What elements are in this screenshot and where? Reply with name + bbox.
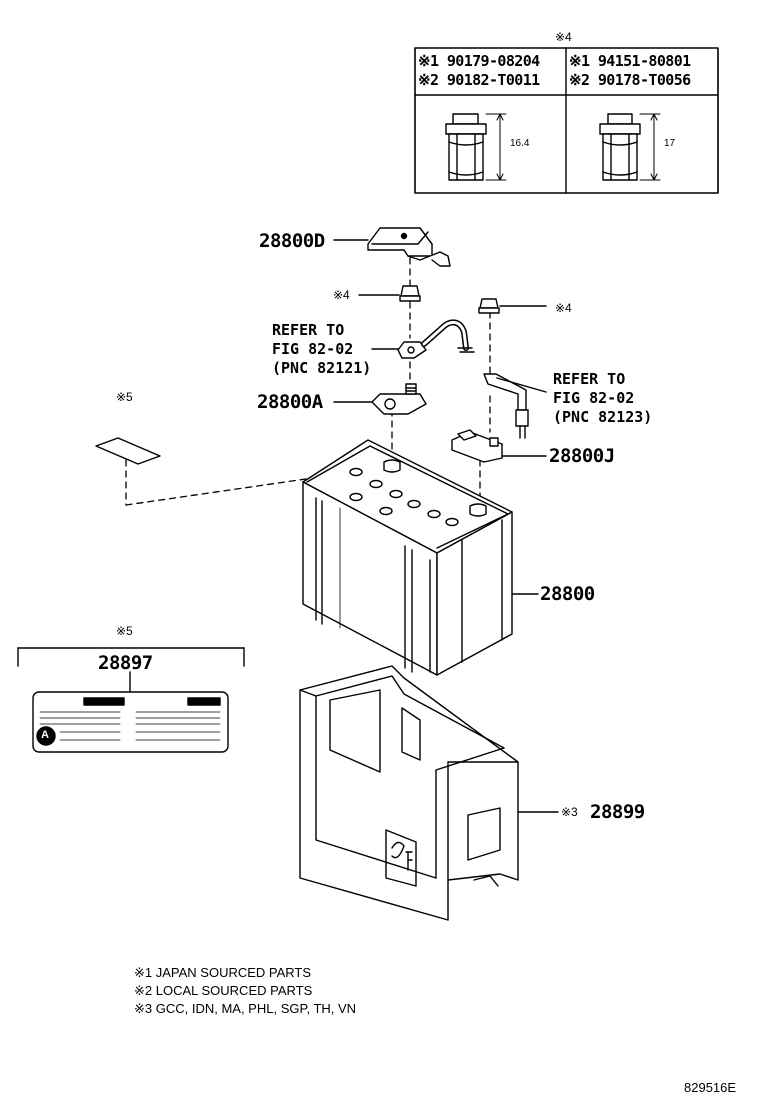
footnote-region-list: ※3 GCC, IDN, MA, PHL, SGP, TH, VN [134, 1001, 357, 1016]
negative-terminal-shape [451, 429, 503, 463]
nut-left-dimension: 16.4 [510, 138, 530, 149]
part-number-battery-tray: 28899 [590, 801, 645, 823]
nut-left-shape [399, 285, 421, 302]
terminal-clamp-shape [371, 383, 427, 415]
footnote-list: ※1 JAPAN SOURCED PARTS ※2 LOCAL SOURCED … [134, 964, 356, 1018]
battery-shape [302, 439, 513, 676]
callout-label-box-ref: ※5 [116, 624, 133, 638]
part-number-negative-terminal: 28800J [549, 445, 615, 467]
refer-to-82123-line-1: REFER TO [553, 370, 626, 388]
nut-right-japan-part-number: ※1 94151-80801 [569, 52, 691, 70]
part-number-label: 28897 [98, 652, 153, 674]
label-card-shape [95, 437, 161, 465]
refer-to-82121-line-1: REFER TO [272, 321, 345, 339]
refer-to-82123-line-3: (PNC 82123) [553, 408, 653, 426]
label-bracket [17, 647, 245, 693]
callout-nut-right: ※4 [555, 301, 572, 315]
diagram-code: 829516E [684, 1080, 737, 1095]
dashed-axis-lines [125, 257, 491, 509]
label-badge-letter: A [41, 729, 49, 741]
refer-to-82121-line-2: FIG 82-02 [272, 340, 354, 358]
refer-to-82123-line-2: FIG 82-02 [553, 389, 635, 407]
battery-tray-shape [299, 665, 519, 921]
nut-right-dimension: 17 [664, 138, 676, 149]
callout-label-ref: ※5 [116, 390, 133, 404]
refer-to-82123: REFER TO FIG 82-02 (PNC 82123) [553, 370, 652, 427]
footnote-local-sourced: ※2 LOCAL SOURCED PARTS [134, 983, 313, 998]
nut-table-frame [414, 47, 719, 194]
nut-right-local-part-number: ※2 90178-T0056 [569, 71, 691, 89]
nut-left-japan-part-number: ※1 90179-08204 [418, 52, 540, 70]
positive-cable-shape [397, 319, 475, 359]
refer-to-82121-line-3: (PNC 82121) [272, 359, 372, 377]
flange-nut-left-icon [445, 113, 507, 181]
flange-nut-right-icon [599, 113, 661, 181]
part-number-clamp-cover: 28800D [259, 230, 325, 252]
warning-label-shape [32, 691, 229, 753]
negative-cable-bracket-shape [483, 373, 529, 439]
part-number-terminal-clamp: 28800A [257, 391, 323, 413]
callout-nut-left: ※4 [333, 288, 350, 302]
footnote-japan-sourced: ※1 JAPAN SOURCED PARTS [134, 965, 312, 980]
leader-ref-82123 [496, 377, 547, 393]
part-number-battery: 28800 [540, 583, 595, 605]
nut-right-shape [478, 298, 500, 314]
clamp-cover-shape [367, 227, 451, 267]
tray-region-prefix: ※3 [561, 805, 578, 819]
nut-left-local-part-number: ※2 90182-T0011 [418, 71, 540, 89]
refer-to-82121: REFER TO FIG 82-02 (PNC 82121) [272, 321, 371, 378]
nut-table-header: ※4 [555, 30, 572, 44]
